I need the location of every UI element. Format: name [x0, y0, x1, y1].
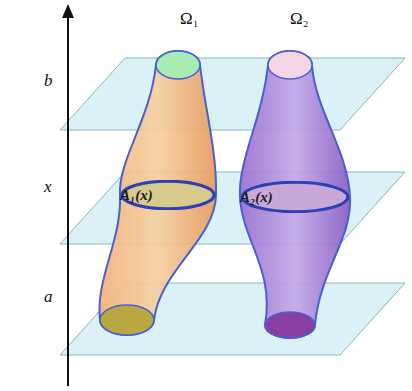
solid-two: [240, 51, 350, 338]
section-label: A₂(x): [240, 190, 273, 205]
section-label: A₁(x): [120, 188, 153, 203]
axis: [67, 14, 69, 386]
top-ellipse: [156, 51, 200, 79]
solid-one: [99, 51, 216, 335]
solid-name: Ω₂: [290, 10, 309, 27]
axis-mark: a: [44, 288, 53, 305]
axis-arrow: [62, 4, 74, 18]
cross-section: A₂(x): [240, 181, 350, 213]
axis-mark: x: [44, 178, 52, 195]
plane-x: [60, 172, 405, 244]
base-ellipse: [265, 312, 315, 338]
base-ellipse: [100, 305, 154, 335]
top-ellipse: [268, 51, 312, 79]
solid-name: Ω₁: [180, 10, 199, 27]
plane-b: [60, 58, 405, 130]
cross-section: A₁(x): [120, 180, 216, 210]
axis-mark: b: [44, 72, 53, 89]
